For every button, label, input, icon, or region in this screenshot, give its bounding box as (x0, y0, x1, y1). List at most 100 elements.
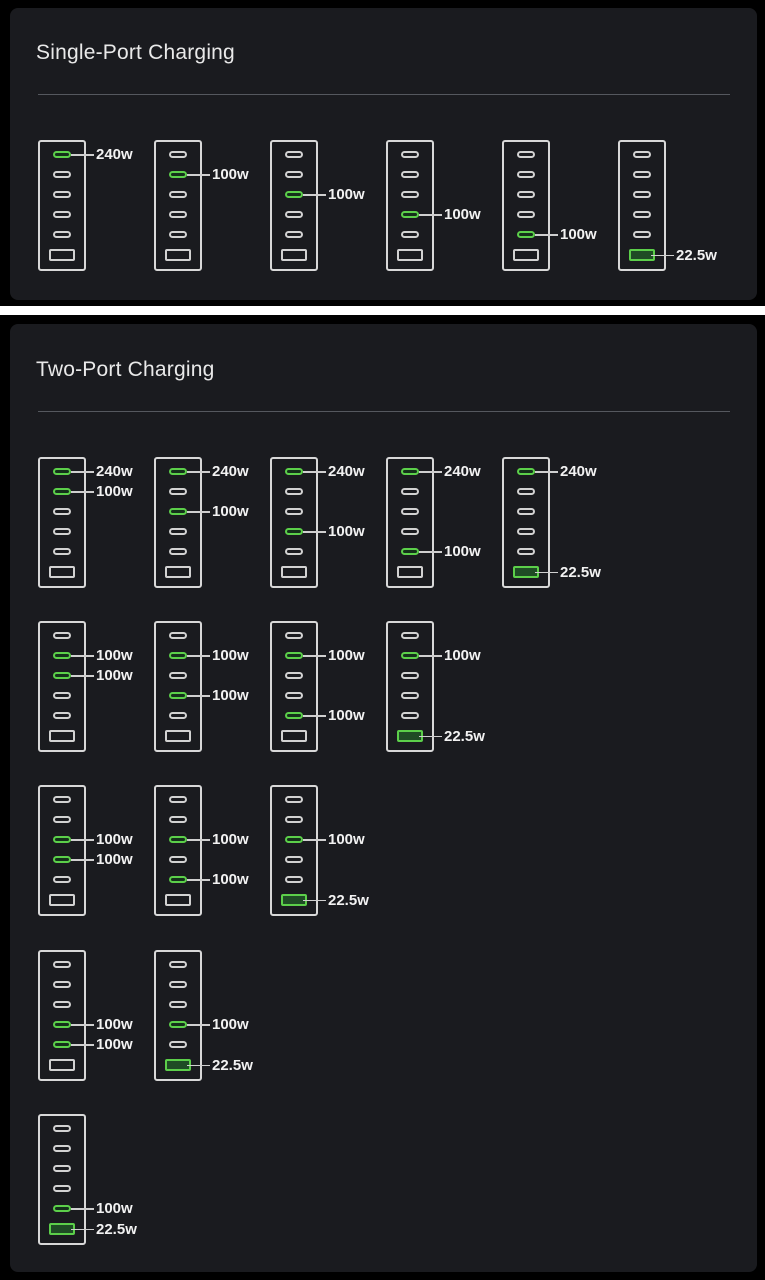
usb-c-port (285, 632, 303, 639)
charger-diagram (38, 140, 86, 271)
usb-c-port (517, 191, 535, 198)
leader-line (71, 471, 94, 473)
usb-c-port (517, 151, 535, 158)
usb-c-port (285, 231, 303, 238)
wattage-label: 22.5w (444, 727, 485, 745)
leader-line (187, 1024, 210, 1026)
leader-line (187, 1064, 210, 1066)
charger-diagram (270, 621, 318, 752)
usb-c-port (53, 1145, 71, 1152)
single-port-title: Single-Port Charging (36, 41, 235, 64)
usb-a-port (49, 894, 75, 906)
usb-c-port (53, 712, 71, 719)
usb-c-port-active (53, 488, 71, 495)
wattage-label: 100w (96, 1036, 133, 1053)
leader-line (535, 471, 558, 473)
charger-diagram (386, 621, 434, 752)
usb-c-port-active (53, 151, 71, 158)
leader-line (303, 839, 326, 841)
leader-line (303, 655, 326, 657)
usb-c-port (633, 211, 651, 218)
leader-line (71, 1228, 94, 1230)
usb-c-port (401, 692, 419, 699)
wattage-label: 240w (96, 463, 133, 480)
usb-c-port (633, 171, 651, 178)
charger-diagram (38, 950, 86, 1081)
wattage-label: 240w (212, 463, 249, 480)
usb-c-port (53, 528, 71, 535)
wattage-label: 100w (212, 166, 249, 183)
wattage-label: 100w (328, 186, 365, 203)
usb-c-port (53, 171, 71, 178)
leader-line (71, 1024, 94, 1026)
usb-c-port (401, 191, 419, 198)
usb-c-port-active (285, 712, 303, 719)
charger-diagram (38, 785, 86, 916)
wattage-label: 100w (444, 543, 481, 560)
usb-c-port (53, 816, 71, 823)
usb-a-port (397, 249, 423, 261)
wattage-label: 22.5w (676, 246, 717, 264)
charger-diagram (154, 621, 202, 752)
usb-c-port (285, 876, 303, 883)
leader-line (71, 1208, 94, 1210)
wattage-label: 100w (328, 707, 365, 724)
usb-a-port (397, 566, 423, 578)
usb-a-port (49, 566, 75, 578)
wattage-label: 100w (212, 1016, 249, 1033)
usb-a-port (165, 894, 191, 906)
usb-c-port (169, 211, 187, 218)
charger-diagram (386, 457, 434, 588)
wattage-label: 100w (212, 687, 249, 704)
usb-c-port (169, 712, 187, 719)
leader-line (187, 879, 210, 881)
leader-line (71, 859, 94, 861)
charger-diagram (270, 140, 318, 271)
usb-c-port-active (401, 652, 419, 659)
usb-c-port (53, 191, 71, 198)
usb-c-port (53, 961, 71, 968)
usb-c-port (401, 632, 419, 639)
usb-c-port (169, 672, 187, 679)
wattage-label: 100w (560, 226, 597, 243)
usb-c-port (169, 816, 187, 823)
usb-c-port (517, 508, 535, 515)
usb-c-port (53, 876, 71, 883)
two-port-title: Two-Port Charging (36, 358, 215, 381)
usb-a-port (513, 249, 539, 261)
usb-c-port-active (53, 1041, 71, 1048)
leader-line (71, 675, 94, 677)
usb-c-port (169, 191, 187, 198)
wattage-label: 22.5w (96, 1220, 137, 1238)
usb-c-port-active (285, 468, 303, 475)
usb-c-port (517, 171, 535, 178)
usb-c-port (53, 1125, 71, 1132)
usb-c-port (285, 508, 303, 515)
usb-c-port-active (53, 856, 71, 863)
separator-strip (0, 306, 765, 315)
charger-diagram (502, 457, 550, 588)
usb-c-port (401, 712, 419, 719)
wattage-label: 22.5w (560, 563, 601, 581)
usb-c-port-active (285, 652, 303, 659)
charger-diagram (154, 785, 202, 916)
usb-c-port-active (401, 468, 419, 475)
leader-line (303, 531, 326, 533)
leader-line (535, 571, 558, 573)
usb-c-port-active (285, 191, 303, 198)
leader-line (535, 234, 558, 236)
leader-line (187, 471, 210, 473)
usb-a-port (49, 1059, 75, 1071)
usb-c-port (169, 981, 187, 988)
usb-c-port (401, 672, 419, 679)
usb-c-port (401, 151, 419, 158)
charger-diagram (38, 457, 86, 588)
usb-c-port (169, 528, 187, 535)
usb-c-port (169, 1001, 187, 1008)
usb-c-port (285, 171, 303, 178)
usb-c-port-active (401, 211, 419, 218)
leader-line (71, 839, 94, 841)
